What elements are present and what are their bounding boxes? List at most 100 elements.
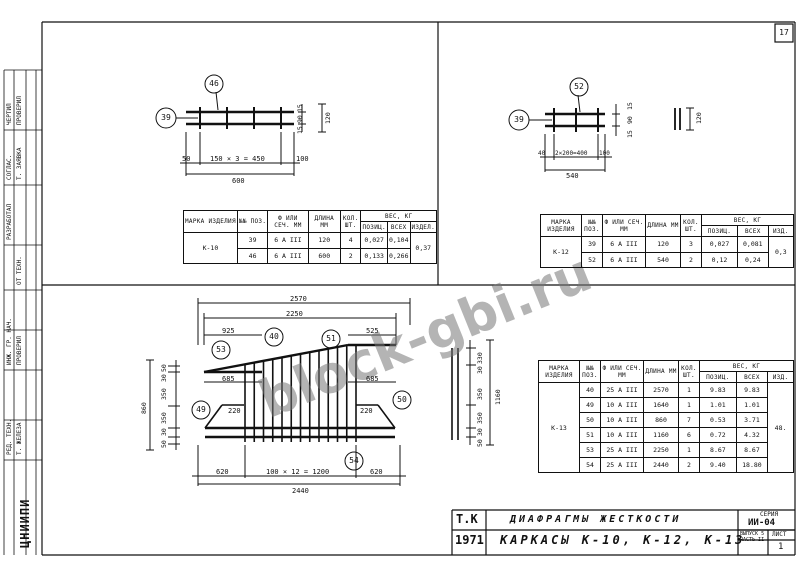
header-cell: ИЗД. bbox=[772, 373, 789, 381]
callout-label: 46 bbox=[209, 79, 219, 88]
sheet-value: 1 bbox=[778, 542, 784, 552]
dim-label: 50 bbox=[476, 439, 484, 447]
table-cell: 52 bbox=[588, 255, 596, 264]
sheet-label: ЛИСТ bbox=[772, 531, 787, 538]
table-cell: 120 bbox=[657, 240, 669, 249]
header-cell: МАРКА ИЗДЕЛИЯ bbox=[547, 218, 575, 233]
dim-label: 2440 bbox=[292, 487, 309, 495]
dim-label: 860 bbox=[140, 402, 148, 414]
header-cell: №№ ПОЗ. bbox=[238, 218, 267, 225]
side-label: ПРОВЕРИЛ bbox=[16, 336, 23, 365]
callout-circle bbox=[211, 340, 231, 360]
k12-spec-table: МАРКА ИЗДЕЛИЯ №№ ПОЗ. Ф ИЛИ СЕЧ. ММ ДЛИН… bbox=[540, 214, 795, 268]
dim-label: 120 bbox=[324, 112, 332, 124]
callout-label: 39 bbox=[514, 115, 524, 124]
table-cell: 50 bbox=[586, 416, 594, 424]
year: 1971 bbox=[455, 533, 484, 547]
org-name: ЦНИИПИ bbox=[18, 498, 32, 548]
table-cell: 540 bbox=[657, 255, 669, 264]
header-cell: ПОЗИЦ. bbox=[706, 373, 730, 381]
dim-label: 220 bbox=[360, 407, 373, 415]
callout-circle bbox=[321, 329, 341, 349]
table-row: К-10 39 6 А III 120 4 0,027 0,104 0,37 bbox=[183, 232, 438, 264]
k13-spec-table: МАРКА ИЗДЕЛИЯ №№ ПОЗ. Ф ИЛИ СЕЧ. ММ ДЛИН… bbox=[538, 360, 794, 473]
table-cell: 1 bbox=[687, 446, 691, 454]
table-cell: 6 bbox=[687, 431, 691, 439]
callout-circle bbox=[344, 451, 364, 471]
table-cell: 6 А III bbox=[274, 251, 302, 260]
table-cell: 120 bbox=[318, 236, 331, 245]
callout-label: 51 bbox=[326, 334, 336, 343]
table-cell: 1.01 bbox=[744, 401, 760, 409]
dim-label: 30 bbox=[160, 428, 168, 436]
header-cell: ВСЕХ bbox=[744, 373, 760, 381]
header-cell: ВСЕХ bbox=[744, 227, 761, 235]
mark-cell: К-13 bbox=[551, 423, 567, 432]
table-cell: 0,133 bbox=[364, 251, 384, 260]
table-cell: 4 bbox=[348, 236, 353, 245]
table-cell: 10 А III bbox=[606, 401, 638, 409]
header-cell: ВЕС, КГ bbox=[385, 212, 413, 220]
header-cell: КОЛ. ШТ. bbox=[342, 214, 359, 229]
side-label: ОТ ТЕХН. bbox=[16, 256, 23, 285]
side-label: РЕД. ТЕХН. bbox=[6, 418, 13, 455]
header-cell: Ф ИЛИ СЕЧ. ММ bbox=[602, 364, 642, 379]
header-cell: №№ ПОЗ. bbox=[584, 218, 600, 233]
table-cell: 0,24 bbox=[744, 255, 761, 264]
title-line-2: КАРКАСЫ К-10, К-12, К-13 bbox=[500, 533, 746, 547]
side-label: ПРОВЕРИЛ bbox=[16, 96, 23, 125]
dim-label: 40 bbox=[538, 150, 546, 157]
table-cell: 10 А III bbox=[606, 416, 638, 424]
table-cell: 0,081 bbox=[743, 240, 763, 249]
table-row: 49 10 А III 1640 1 1.01 1.01 bbox=[539, 397, 794, 413]
side-label: СОГЛАС. bbox=[6, 154, 13, 180]
table-cell: 1 bbox=[687, 401, 691, 409]
table-cell: 25 А III bbox=[606, 446, 638, 454]
callout-circle bbox=[392, 390, 412, 410]
dim-label: 925 bbox=[222, 327, 235, 335]
table-cell: 1160 bbox=[653, 431, 669, 439]
table-cell: 0,266 bbox=[388, 251, 409, 260]
header-cell: МАРКА ИЗДЕЛИЯ bbox=[545, 364, 573, 379]
header-cell: ДЛИНА ММ bbox=[314, 214, 335, 229]
table-cell: 39 bbox=[588, 240, 596, 249]
table-cell: 51 bbox=[586, 431, 594, 439]
table-cell: 40 bbox=[586, 386, 594, 394]
table-cell: 25 А III bbox=[606, 386, 638, 394]
dim-label: 2×200=400 bbox=[555, 150, 588, 157]
dim-label: 620 bbox=[370, 468, 383, 476]
total-cell: 0,3 bbox=[774, 248, 787, 256]
table-cell: 600 bbox=[318, 251, 331, 260]
table-cell: 1640 bbox=[653, 401, 669, 409]
header-cell: ДЛИНА ММ bbox=[647, 222, 679, 229]
header-cell: ВЕС, КГ bbox=[732, 362, 761, 370]
callout-circle bbox=[191, 400, 211, 420]
table-cell: 6 А III bbox=[274, 236, 302, 245]
dim-label: 540 bbox=[566, 172, 579, 180]
header-cell: Ф ИЛИ СЕЧ. ММ bbox=[274, 214, 302, 229]
side-label: ИНЖ. ГР. НАЧ. bbox=[6, 318, 13, 365]
dim-label: 685 bbox=[222, 375, 235, 383]
table-cell: 3 bbox=[689, 240, 693, 249]
dim-label: 620 bbox=[216, 468, 229, 476]
table-cell: 2570 bbox=[653, 386, 669, 394]
dim-label: 685 bbox=[366, 375, 379, 383]
table-row: 54 25 А III 2440 2 9.40 18.80 bbox=[539, 457, 794, 473]
table-cell: 1.01 bbox=[710, 401, 726, 409]
header-cell: ВЕС, КГ bbox=[733, 216, 762, 224]
table-cell: 0,027 bbox=[364, 236, 384, 245]
dim-label: 90 bbox=[296, 115, 304, 123]
table-cell: 2 bbox=[348, 251, 353, 260]
k10-drawing bbox=[176, 91, 326, 176]
dim-label: 15 bbox=[626, 130, 634, 138]
table-row: 52 6 А III 540 2 0,12 0,24 bbox=[541, 251, 794, 268]
header-cell: ПОЗИЦ. bbox=[362, 223, 386, 231]
dim-label: 525 bbox=[366, 327, 379, 335]
table-cell: 4.32 bbox=[744, 431, 760, 439]
table-cell: 53 bbox=[586, 446, 594, 454]
dim-label: 350 bbox=[476, 412, 484, 424]
header-cell: ДЛИНА ММ bbox=[645, 368, 677, 375]
dim-label: 100 bbox=[296, 155, 309, 163]
side-label: РАЗРАБОТАЛ bbox=[6, 203, 13, 240]
